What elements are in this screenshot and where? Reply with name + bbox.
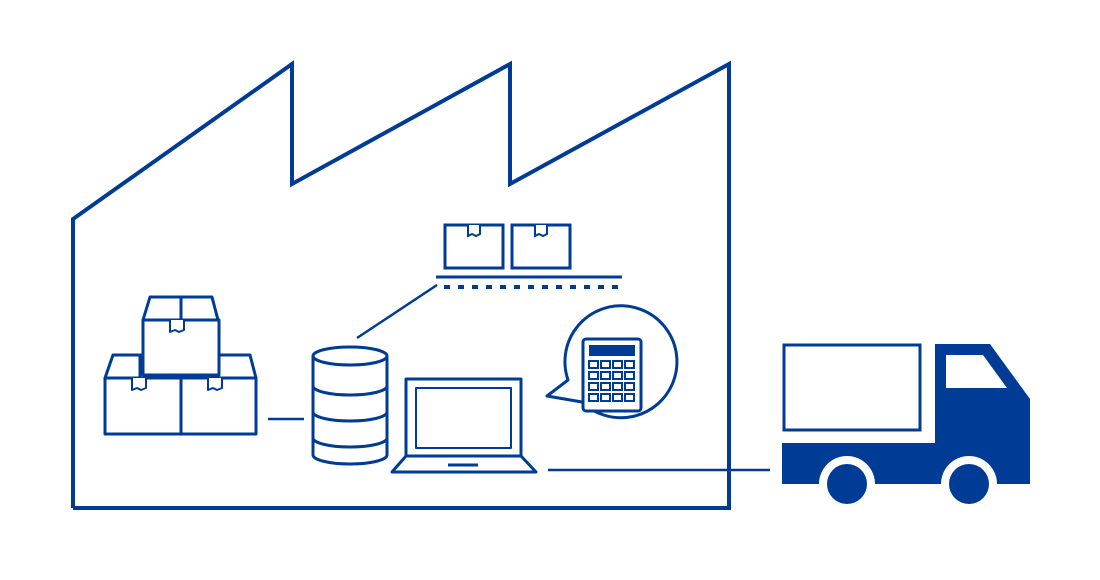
connector-lines bbox=[268, 283, 770, 472]
conveyor-boxes-icon bbox=[436, 223, 622, 289]
laptop-icon bbox=[390, 377, 538, 474]
delivery-truck-icon bbox=[782, 343, 1030, 512]
calculator-bubble-icon bbox=[545, 304, 679, 420]
factory-building-icon bbox=[71, 60, 731, 510]
stacked-boxes-icon bbox=[103, 295, 258, 436]
database-cylinder-icon bbox=[311, 345, 389, 466]
edge-database-conveyor bbox=[356, 283, 438, 340]
